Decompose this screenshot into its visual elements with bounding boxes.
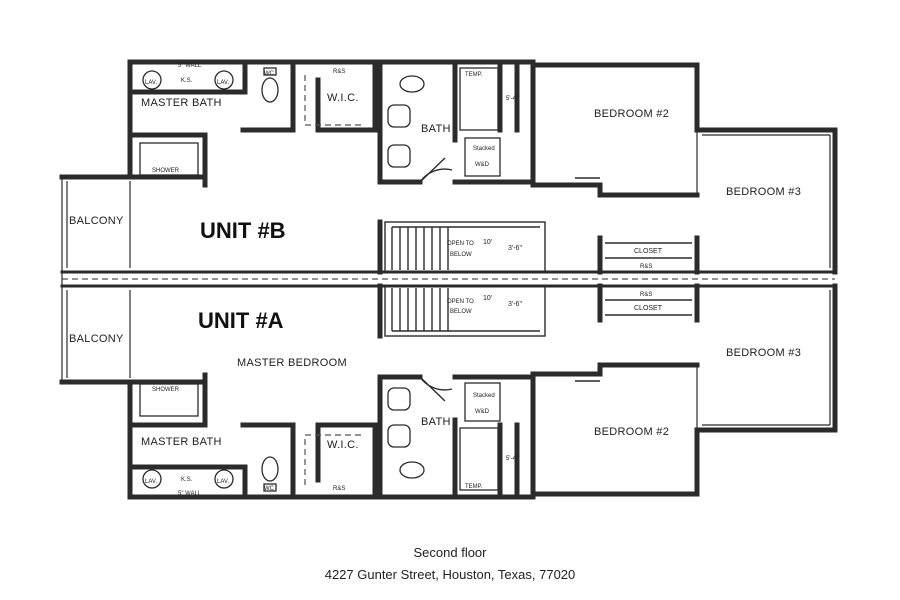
- wd-a-label: W&D: [475, 409, 490, 415]
- rs-wic-a-label: R&S: [333, 486, 345, 492]
- bedroom2-a-label: BEDROOM #2: [594, 426, 669, 438]
- closet-b-label: CLOSET: [634, 248, 663, 255]
- bedroom2-b-label: BEDROOM #2: [594, 108, 669, 120]
- stacked-a-label: Stacked: [473, 393, 495, 399]
- caption-address: 4227 Gunter Street, Houston, Texas, 7702…: [324, 567, 576, 582]
- stair-dim-a-1: 10': [483, 295, 492, 302]
- master-bedroom-label: MASTER BEDROOM: [237, 357, 347, 369]
- lav-icon: [387, 387, 411, 411]
- unit-b-interior: [127, 59, 700, 275]
- door-icon: [419, 157, 453, 183]
- master-bath-a-label: MASTER BATH: [141, 436, 222, 448]
- wall-a-label: 5" WALL: [178, 491, 202, 497]
- lav-icon: [214, 70, 234, 90]
- lav-icon: [214, 469, 234, 489]
- open-a-2: BELOW: [450, 309, 472, 315]
- bath-b-label: BATH: [421, 123, 451, 135]
- open-b-2: BELOW: [450, 252, 472, 258]
- temp-b-label: TEMP.: [465, 72, 483, 78]
- bath-a-label: BATH: [421, 416, 451, 428]
- shower-b-label: SHOWER: [152, 168, 180, 174]
- toilet-icon: [261, 77, 279, 103]
- balcony-b-label: BALCONY: [69, 215, 124, 227]
- stair-dim-a-2: 3'-6": [508, 301, 522, 308]
- wic-b-label: W.I.C.: [327, 92, 359, 104]
- fixtures: [139, 67, 499, 492]
- wc-a-label: WC: [264, 486, 275, 492]
- wall-b-label: 5" WALL: [178, 63, 202, 69]
- lav-icon: [387, 424, 411, 448]
- shower-icon: [459, 67, 499, 131]
- shower-a-label: SHOWER: [152, 387, 180, 393]
- unit-a-title: UNIT #A: [198, 308, 284, 333]
- stacked-b-label: Stacked: [473, 146, 495, 152]
- wic-a-label: W.I.C.: [327, 439, 359, 451]
- closet-a-label: CLOSET: [634, 305, 663, 312]
- caption-floor: Second floor: [413, 545, 487, 560]
- shower-icon: [139, 142, 199, 176]
- labels: UNIT #B UNIT #A MASTER BATH W.I.C. BATH …: [69, 63, 801, 497]
- lav-icon: [387, 104, 411, 128]
- door-icon: [419, 376, 453, 402]
- lav-b-2: LAV.: [217, 80, 229, 86]
- lav-b-1: LAV.: [145, 80, 157, 86]
- toilet-icon: [399, 75, 425, 93]
- lav-icon: [142, 70, 162, 90]
- bedroom3-a-label: BEDROOM #3: [726, 347, 801, 359]
- closet-dim-a: 5'-4": [506, 456, 518, 462]
- wc-b-label: WC: [264, 71, 275, 77]
- stair-dim-b-1: 10': [483, 239, 492, 246]
- open-b-1: OPEN TO: [447, 241, 474, 247]
- unit-b-title: UNIT #B: [200, 218, 286, 243]
- open-a-1: OPEN TO: [447, 299, 474, 305]
- bedroom3-b-label: BEDROOM #3: [726, 186, 801, 198]
- wd-b-label: W&D: [475, 162, 490, 168]
- lav-a-1: LAV.: [145, 479, 157, 485]
- unit-a-interior: [127, 283, 700, 500]
- shower-icon: [139, 383, 199, 417]
- toilet-icon: [399, 461, 425, 479]
- temp-a-label: TEMP.: [465, 484, 483, 490]
- lav-icon: [142, 469, 162, 489]
- stair-dim-b-2: 3'-6": [508, 245, 522, 252]
- lav-a-2: LAV.: [217, 479, 229, 485]
- ks-a-label: K.S.: [181, 477, 193, 483]
- master-bath-b-label: MASTER BATH: [141, 97, 222, 109]
- lav-icon: [387, 144, 411, 168]
- rs-wic-b-label: R&S: [333, 69, 345, 75]
- balcony-a-label: BALCONY: [69, 333, 124, 345]
- closet-dim-b: 5'-4": [506, 96, 518, 102]
- rs-b-label: R&S: [640, 264, 652, 270]
- toilet-icon: [261, 456, 279, 482]
- ks-b-label: K.S.: [181, 78, 193, 84]
- shower-icon: [459, 427, 499, 491]
- rs-a-label: R&S: [640, 292, 652, 298]
